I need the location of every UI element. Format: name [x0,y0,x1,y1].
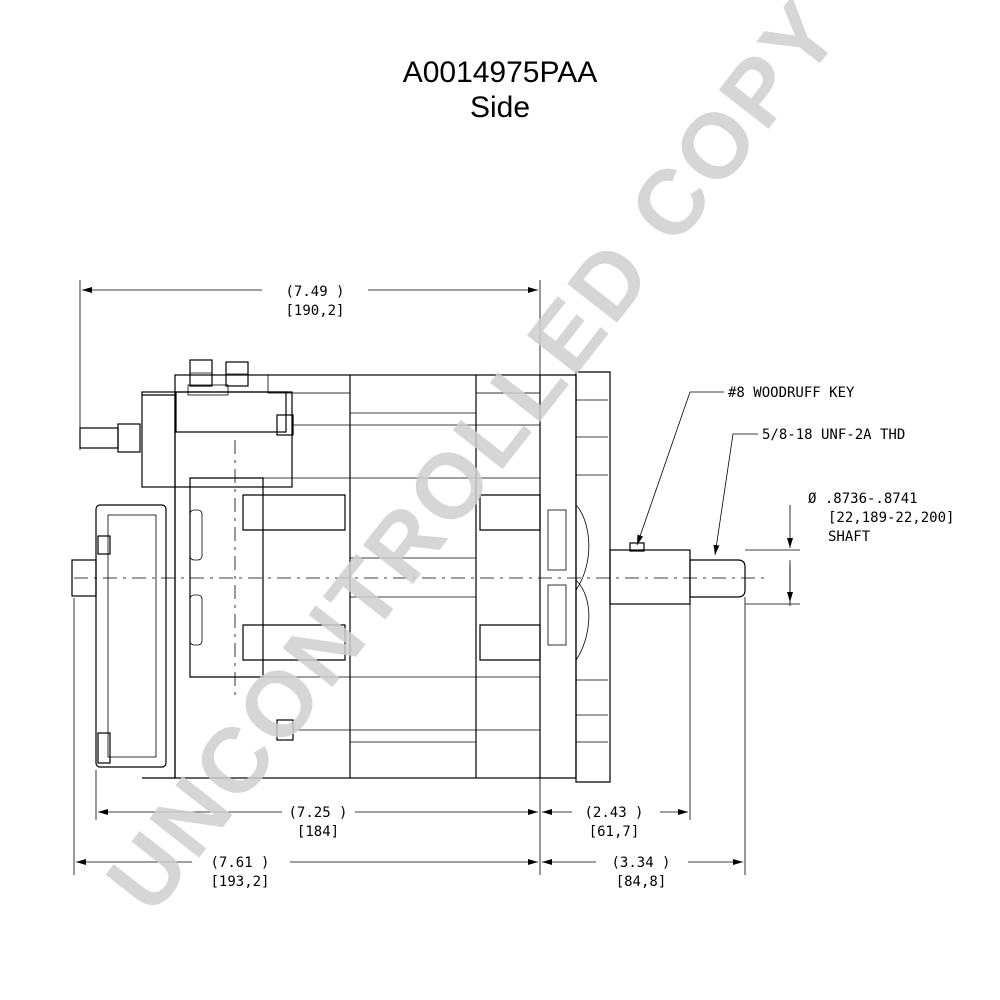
dim-overall-bottom-inch: (7.61 ) [210,855,269,871]
callout-shaft-label: SHAFT [828,529,871,545]
dim-overall-top-inch: (7.49 ) [285,284,344,300]
dim-body-mm: [184] [297,824,339,840]
dimension-lines [73,280,800,875]
rear-cover [95,504,167,768]
dim-body-inch: (7.25 ) [288,805,347,821]
drawing-title: A0014975PAA Side [0,56,1000,125]
dim-overall-bottom-mm: [193,2] [210,874,269,890]
shaft [609,549,691,605]
view-label: Side [469,90,531,124]
callout-shaft-diameter-mm: [22,189-22,200] [828,510,954,526]
dim-overall-top-mm: [190,2] [285,303,344,319]
part-number: A0014975PAA [402,56,598,89]
fan-pulley [575,371,611,783]
alternator-outline [71,359,770,783]
dim-shaft-projection-inch: (2.43 ) [584,805,643,821]
shaft-thread [689,559,746,598]
callout-woodruff-key: #8 WOODRUFF KEY [728,385,855,401]
regulator-block [141,391,293,488]
dim-shaft-total-mm: [84,8] [616,874,667,890]
dim-shaft-total-inch: (3.34 ) [611,855,670,871]
callout-thread: 5/8-18 UNF-2A THD [762,427,905,443]
callout-shaft-diameter: Ø .8736-.8741 [808,491,918,507]
dim-shaft-projection-mm: [61,7] [589,824,640,840]
output-stud [79,427,119,449]
